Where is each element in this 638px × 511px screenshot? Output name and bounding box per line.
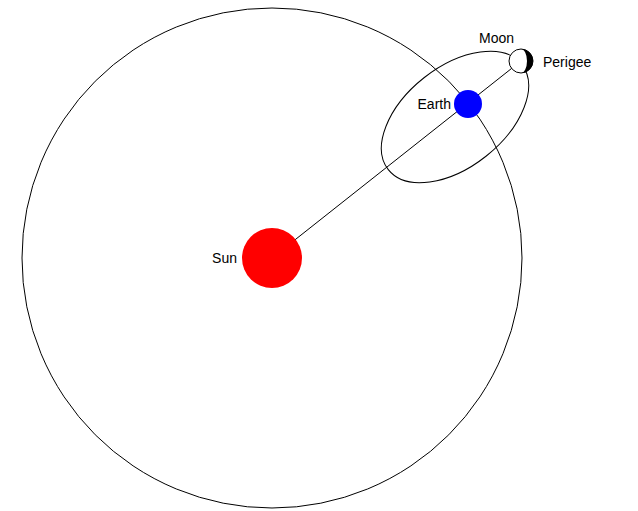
moon-disc [509, 49, 533, 73]
sun-disc [242, 228, 302, 288]
earth-disc [454, 90, 482, 118]
orbit-point-label: Perigee [542, 54, 592, 70]
alignment-line [272, 61, 521, 258]
moon-orbit [357, 25, 552, 209]
body-label: Earth [417, 96, 452, 112]
moon-shadow [521, 49, 533, 73]
earth-orbit [22, 8, 522, 508]
body-label: Moon [478, 30, 515, 46]
body-label: Sun [211, 250, 238, 266]
